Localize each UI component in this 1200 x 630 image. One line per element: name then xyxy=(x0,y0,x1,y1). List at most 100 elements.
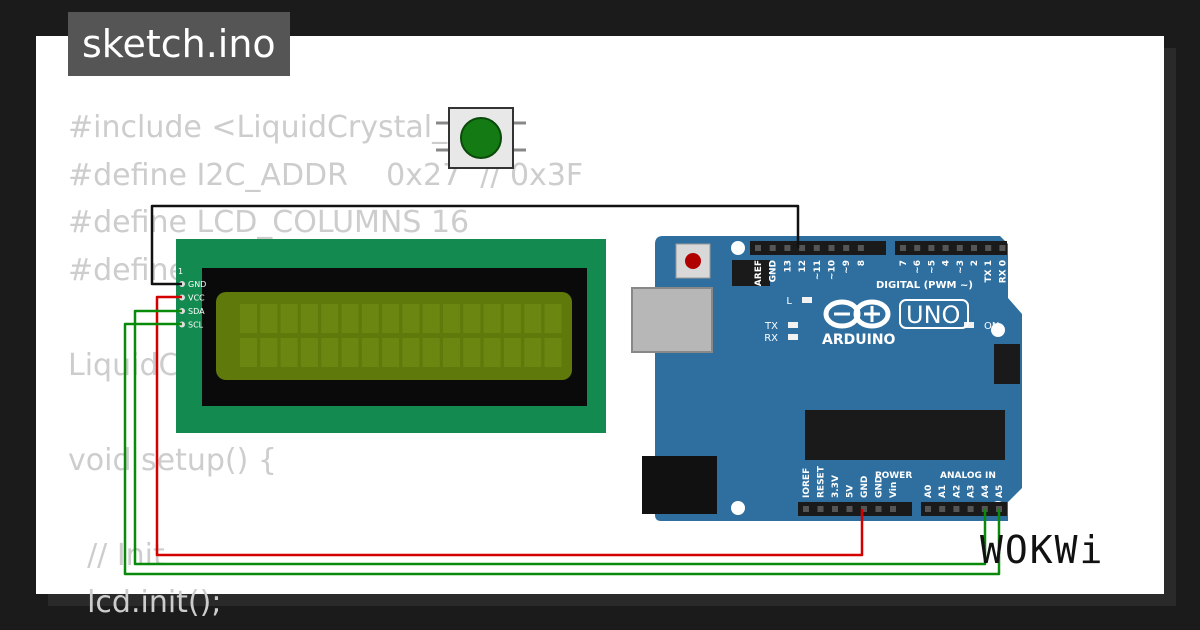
usb-port xyxy=(631,287,713,353)
arduino-pin-label: A1 xyxy=(938,485,948,498)
arduino-pin[interactable] xyxy=(846,506,853,512)
scl-wire[interactable] xyxy=(123,322,1001,576)
vcc-wire[interactable] xyxy=(155,295,864,557)
onboard-led xyxy=(788,322,798,328)
arduino-pin[interactable] xyxy=(956,245,963,251)
lcd-character-cells xyxy=(240,304,562,367)
lcd-cell xyxy=(422,338,440,367)
arduino-pin[interactable] xyxy=(890,506,896,512)
lcd-cell xyxy=(361,304,379,333)
code-line: lcd.init(); xyxy=(68,585,222,620)
code-line: void setup() { xyxy=(68,442,277,478)
analog-header-label: ANALOG IN xyxy=(940,471,996,481)
arduino-pin-label: A3 xyxy=(967,485,977,498)
code-line: #define xyxy=(68,252,188,288)
lcd-pin-label: VCC xyxy=(188,294,205,303)
arduino-pin[interactable] xyxy=(985,245,992,251)
arduino-pin-label: TX 1 xyxy=(984,260,994,282)
lcd-cell xyxy=(341,304,359,333)
arduino-pin[interactable] xyxy=(769,245,776,251)
lcd-cell xyxy=(524,304,542,333)
arduino-pin-label: A4 xyxy=(981,485,991,498)
lcd-cell xyxy=(341,338,359,367)
arduino-pin[interactable] xyxy=(999,245,1006,251)
arduino-pin-label: A2 xyxy=(952,485,962,498)
arduino-pin-label: ~3 xyxy=(956,260,966,274)
lcd-cell xyxy=(321,304,339,333)
arduino-pin-label: RX 0 xyxy=(998,260,1008,283)
arduino-pin-label: A0 xyxy=(924,485,934,498)
lcd-cell xyxy=(321,338,339,367)
arduino-pin[interactable] xyxy=(832,506,838,512)
wires xyxy=(123,204,1001,576)
arduino-model: UNO xyxy=(906,301,960,329)
arduino-pin-label: 7 xyxy=(899,260,909,266)
arduino-pin-label: 2 xyxy=(970,260,980,266)
arduino-pin-label: AREF xyxy=(754,260,764,286)
arduino-pin[interactable] xyxy=(813,245,820,251)
arduino-pin-label: ~6 xyxy=(913,260,923,274)
lcd-cell xyxy=(382,304,400,333)
arduino-pin[interactable] xyxy=(900,245,906,251)
digital-header-label: DIGITAL (PWM ~) xyxy=(876,280,973,291)
lcd-cell xyxy=(422,304,440,333)
lcd-cell xyxy=(544,338,562,367)
sda-wire[interactable] xyxy=(133,309,987,566)
lcd-cell xyxy=(544,304,562,333)
microcontroller-chip xyxy=(805,410,1005,460)
lcd-cell xyxy=(483,304,501,333)
arduino-pin-label: IOREF xyxy=(802,468,812,498)
arduino-pin-label: GND xyxy=(860,476,870,498)
lcd-cell xyxy=(443,338,460,367)
arduino-pin[interactable] xyxy=(967,506,974,512)
lcd-pin-label: SCL xyxy=(188,321,204,330)
led-label: ON xyxy=(984,321,999,332)
arduino-pin-label: 12 xyxy=(798,260,808,273)
lcd-cell xyxy=(300,338,318,367)
arduino-pin[interactable] xyxy=(784,245,791,251)
arduino-pin[interactable] xyxy=(803,506,809,512)
arduino-pin-label: 13 xyxy=(783,260,793,273)
power-jack xyxy=(642,456,717,514)
arduino-pin[interactable] xyxy=(799,245,806,251)
lcd-pin-label: SDA xyxy=(188,307,205,316)
onboard-led xyxy=(802,297,812,303)
arduino-pin[interactable] xyxy=(875,506,882,512)
led-label: TX xyxy=(764,321,778,332)
lcd-cell xyxy=(240,304,257,333)
arduino-pin[interactable] xyxy=(925,506,931,512)
lcd-cell xyxy=(524,338,542,367)
arduino-pin[interactable] xyxy=(953,506,960,512)
arduino-pin-label: ~5 xyxy=(927,260,937,274)
lcd-cell xyxy=(382,338,400,367)
lcd-cell xyxy=(402,304,420,333)
arduino-pin[interactable] xyxy=(843,245,850,251)
arduino-pin[interactable] xyxy=(861,506,867,512)
arduino-pin[interactable] xyxy=(942,245,949,251)
led-label: L xyxy=(786,296,792,307)
arduino-pin-label: 5V xyxy=(846,485,856,498)
arduino-pin[interactable] xyxy=(939,506,946,512)
lcd-cell xyxy=(280,338,298,367)
wokwi-logo: WOKWi xyxy=(980,528,1105,572)
arduino-pin-label: RESET xyxy=(817,465,827,498)
push-button[interactable] xyxy=(436,107,526,169)
arduino-pin[interactable] xyxy=(817,506,824,512)
arduino-pin[interactable] xyxy=(857,245,864,251)
gnd-wire[interactable] xyxy=(150,204,800,286)
arduino-pin[interactable] xyxy=(928,245,935,251)
sketch-filename-badge: sketch.ino xyxy=(68,12,290,76)
onboard-led xyxy=(964,322,974,328)
arduino-pin[interactable] xyxy=(828,245,835,251)
power-header-label: POWER xyxy=(875,471,912,481)
lcd-cell xyxy=(402,338,420,367)
arduino-logo-icon xyxy=(823,299,891,329)
arduino-pin[interactable] xyxy=(755,245,761,251)
led-label: RX xyxy=(764,333,778,344)
arduino-pin[interactable] xyxy=(971,245,977,251)
lcd-cell xyxy=(361,338,379,367)
lcd-pin-header-number: 1 xyxy=(178,267,183,276)
arduino-pin[interactable] xyxy=(914,245,921,251)
